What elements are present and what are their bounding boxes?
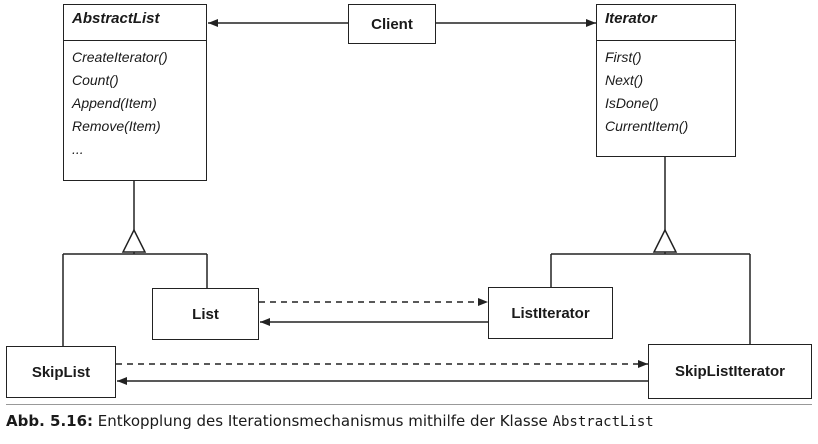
class-skiplistiterator: SkipListIterator	[648, 344, 812, 399]
operation: CurrentItem()	[605, 118, 689, 134]
class-iterator-operations: First() Next() IsDone() CurrentItem()	[597, 41, 735, 143]
operation: Next()	[605, 72, 644, 88]
operation: ...	[72, 141, 84, 157]
operation: First()	[605, 49, 642, 65]
operation: Count()	[72, 72, 119, 88]
class-abstractlist-name: AbstractList	[64, 5, 206, 41]
class-skiplist-name: SkipList	[31, 363, 91, 381]
class-listiterator-name: ListIterator	[511, 304, 590, 322]
class-abstractlist-operations: CreateIterator() Count() Append(Item) Re…	[64, 41, 206, 166]
class-iterator: Iterator First() Next() IsDone() Current…	[596, 4, 736, 157]
caption-label: Abb. 5.16:	[6, 412, 94, 430]
class-skiplist: SkipList	[6, 346, 116, 398]
class-listiterator: ListIterator	[488, 287, 613, 339]
class-list-name: List	[192, 305, 219, 323]
operation: Append(Item)	[72, 95, 157, 111]
class-client: Client	[348, 4, 436, 44]
operation: Remove(Item)	[72, 118, 161, 134]
class-list: List	[152, 288, 259, 340]
class-iterator-name: Iterator	[597, 5, 735, 41]
class-skiplistiterator-name: SkipListIterator	[674, 363, 786, 380]
class-abstractlist: AbstractList CreateIterator() Count() Ap…	[63, 4, 207, 181]
class-client-name: Client	[371, 15, 413, 33]
iterator-inheritance	[550, 157, 751, 344]
abstractlist-inheritance	[62, 181, 208, 346]
caption-code: AbstractList	[552, 414, 654, 430]
figure-caption: Abb. 5.16: Entkopplung des Iterationsmec…	[6, 412, 654, 430]
operation: CreateIterator()	[72, 49, 168, 65]
operation: IsDone()	[605, 95, 659, 111]
caption-rule	[6, 404, 812, 405]
caption-text: Entkopplung des Iterationsmechanismus mi…	[97, 412, 548, 430]
diagram-connectors	[62, 19, 751, 385]
